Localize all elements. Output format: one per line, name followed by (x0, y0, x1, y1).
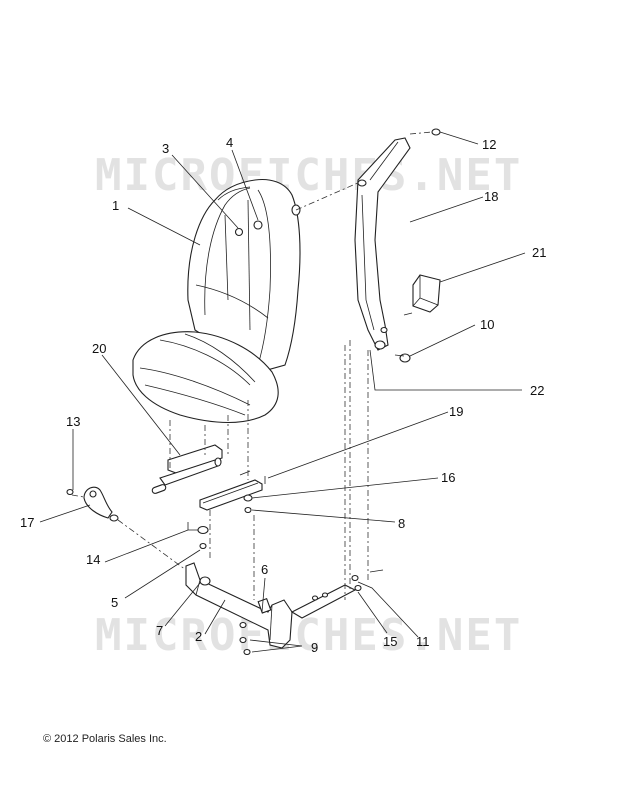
callout-21: 21 (532, 245, 546, 260)
mount-bracket (185, 562, 384, 656)
callout-5: 5 (111, 595, 118, 610)
callout-9: 9 (311, 640, 318, 655)
callout-8: 8 (398, 516, 405, 531)
watermark-bottom: MICROFICHES.NET (95, 610, 522, 661)
callout-12: 12 (482, 137, 496, 152)
callout-16: 16 (441, 470, 455, 485)
callout-22: 22 (530, 383, 544, 398)
release-handle (66, 486, 119, 522)
callout-20: 20 (92, 341, 106, 356)
seat-slides (151, 444, 263, 511)
watermark-top: MICROFICHES.NET (95, 150, 522, 201)
callout-11: 11 (416, 634, 430, 649)
callout-3: 3 (162, 141, 169, 156)
callout-13: 13 (66, 414, 80, 429)
hardware (187, 476, 266, 550)
callout-15: 15 (383, 634, 397, 649)
callout-2: 2 (195, 629, 202, 644)
callout-17: 17 (20, 515, 34, 530)
leader-lines (39, 131, 526, 653)
callout-7: 7 (156, 623, 163, 638)
callout-18: 18 (484, 189, 498, 204)
callout-4: 4 (226, 135, 233, 150)
callouts: 1 2 3 4 5 6 7 8 9 10 11 12 13 14 15 16 1… (20, 135, 546, 655)
callout-6: 6 (261, 562, 268, 577)
copyright-notice: © 2012 Polaris Sales Inc. (43, 733, 167, 745)
callout-19: 19 (449, 404, 463, 419)
callout-10: 10 (480, 317, 494, 332)
callout-14: 14 (86, 552, 100, 567)
seat-belt (354, 128, 441, 363)
callout-1: 1 (112, 198, 119, 213)
assembly-lines (71, 131, 433, 600)
seat (132, 178, 301, 424)
